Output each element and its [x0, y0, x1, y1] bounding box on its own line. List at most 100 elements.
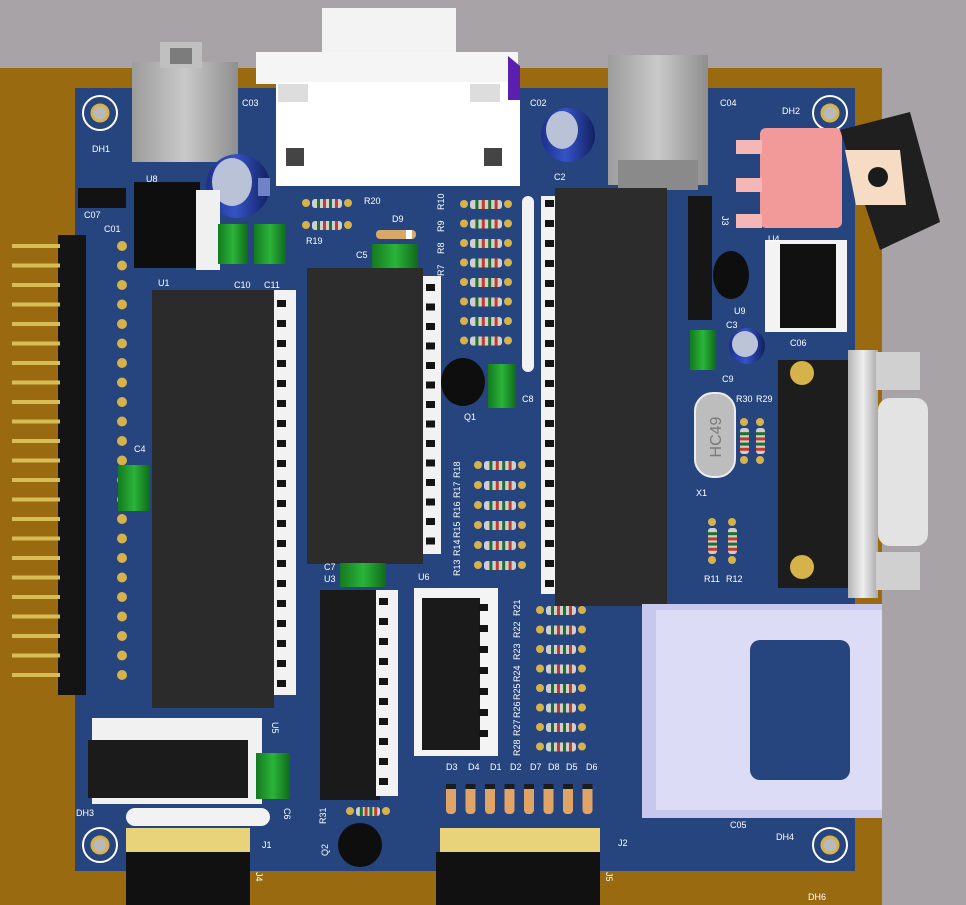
- header-pad: [117, 416, 127, 427]
- header-pad: [117, 436, 127, 446]
- header-pad: [117, 358, 127, 368]
- label-j3: J3: [720, 216, 730, 226]
- label-d1: D1: [490, 762, 502, 772]
- header-pad: [117, 611, 127, 622]
- ic-pin: [277, 640, 286, 647]
- header-pad: [117, 260, 127, 271]
- ic-pin: [277, 600, 286, 607]
- resistor: [474, 501, 526, 510]
- header-pin: [12, 283, 60, 287]
- header-pin: [12, 634, 60, 638]
- capacitor-c9: [690, 330, 716, 370]
- label-r21: R21: [512, 599, 522, 616]
- label-c9: C9: [722, 374, 734, 384]
- resistor: [460, 336, 512, 346]
- ic-pin: [379, 598, 388, 605]
- ic-pin: [426, 537, 435, 545]
- label-u4: U4: [768, 234, 780, 244]
- label-r9: R9: [436, 220, 446, 232]
- ic-pin: [426, 420, 435, 428]
- led: [582, 784, 593, 814]
- header-pin: [12, 263, 60, 268]
- resistor: [346, 807, 390, 816]
- resistor: [536, 664, 586, 674]
- ic-pin: [277, 500, 286, 507]
- ic-pin: [379, 778, 388, 785]
- header-pad: [117, 397, 127, 407]
- mounting-hole-dh3: [82, 827, 118, 863]
- led: [543, 784, 554, 814]
- capacitors-c10-c11: [218, 224, 286, 264]
- ic-pin: [379, 718, 388, 725]
- label-r22: R22: [512, 621, 522, 638]
- label-r18: R18: [452, 461, 462, 478]
- resistor: [536, 703, 586, 713]
- jumper-c07: [78, 188, 126, 208]
- capacitor-c8: [488, 364, 516, 408]
- ic-pin: [379, 638, 388, 645]
- ic-pin: [545, 380, 554, 387]
- audio-jack: [132, 42, 238, 162]
- label-r28: R28: [512, 739, 522, 756]
- led: [465, 784, 476, 814]
- transistor-q2: [338, 823, 382, 867]
- resistor: [474, 481, 526, 490]
- header-pad: [117, 650, 127, 661]
- crystal-marking: HC49: [708, 416, 725, 457]
- ic-pin: [545, 520, 554, 527]
- standoff-post: [522, 196, 534, 372]
- ic-pin: [479, 604, 488, 611]
- label-c7: C7: [324, 562, 336, 572]
- label-r19: R19: [306, 236, 323, 246]
- ic-pin: [426, 518, 435, 525]
- label-r23: R23: [512, 643, 522, 660]
- label-r16: R16: [452, 501, 462, 518]
- label-r13: R13: [452, 559, 462, 576]
- resistor: [740, 418, 749, 464]
- header-pin: [12, 380, 60, 385]
- ic-pin: [426, 401, 435, 408]
- ic-pin: [277, 460, 286, 467]
- header-pin: [12, 419, 60, 424]
- header-pad: [117, 377, 127, 388]
- label-c6: C6: [282, 808, 292, 820]
- ic-pin: [545, 460, 554, 467]
- ic-pin: [545, 560, 554, 567]
- header-pin: [12, 439, 60, 443]
- header-pin: [12, 244, 60, 248]
- ic-u2: [307, 268, 441, 564]
- label-u3: U3: [324, 574, 336, 584]
- ic-pin: [277, 360, 286, 367]
- label-d3: D3: [446, 762, 458, 772]
- ic-pin: [479, 625, 488, 632]
- header-pad: [117, 299, 127, 310]
- resistor: [536, 625, 586, 635]
- label-r7: R7: [436, 264, 446, 276]
- expansion-pin-header: [12, 235, 127, 695]
- ic-pin: [545, 480, 554, 487]
- label-r31: R31: [318, 807, 328, 824]
- resistor: [460, 200, 512, 209]
- header-pin: [12, 517, 60, 521]
- ic-pin: [277, 620, 286, 627]
- ic-pin: [277, 380, 286, 387]
- resistor: [474, 541, 526, 550]
- header-pin: [12, 575, 60, 580]
- header-pad: [117, 241, 127, 251]
- label-u1: U1: [158, 278, 170, 288]
- header-pin: [12, 673, 60, 677]
- pin-header-j3: [688, 196, 712, 320]
- label-c2: C2: [554, 172, 566, 182]
- ic-pin: [545, 420, 554, 427]
- label-dh6: DH6: [808, 892, 826, 902]
- label-r17: R17: [452, 481, 462, 498]
- ic-pin: [277, 660, 286, 667]
- pin-rows: [277, 200, 554, 785]
- capacitor-c5: [372, 244, 418, 268]
- led: [446, 784, 456, 814]
- led: [524, 784, 534, 814]
- ic-pin: [277, 520, 286, 527]
- capacitor-c6: [256, 753, 290, 799]
- label-c11: C11: [264, 280, 280, 290]
